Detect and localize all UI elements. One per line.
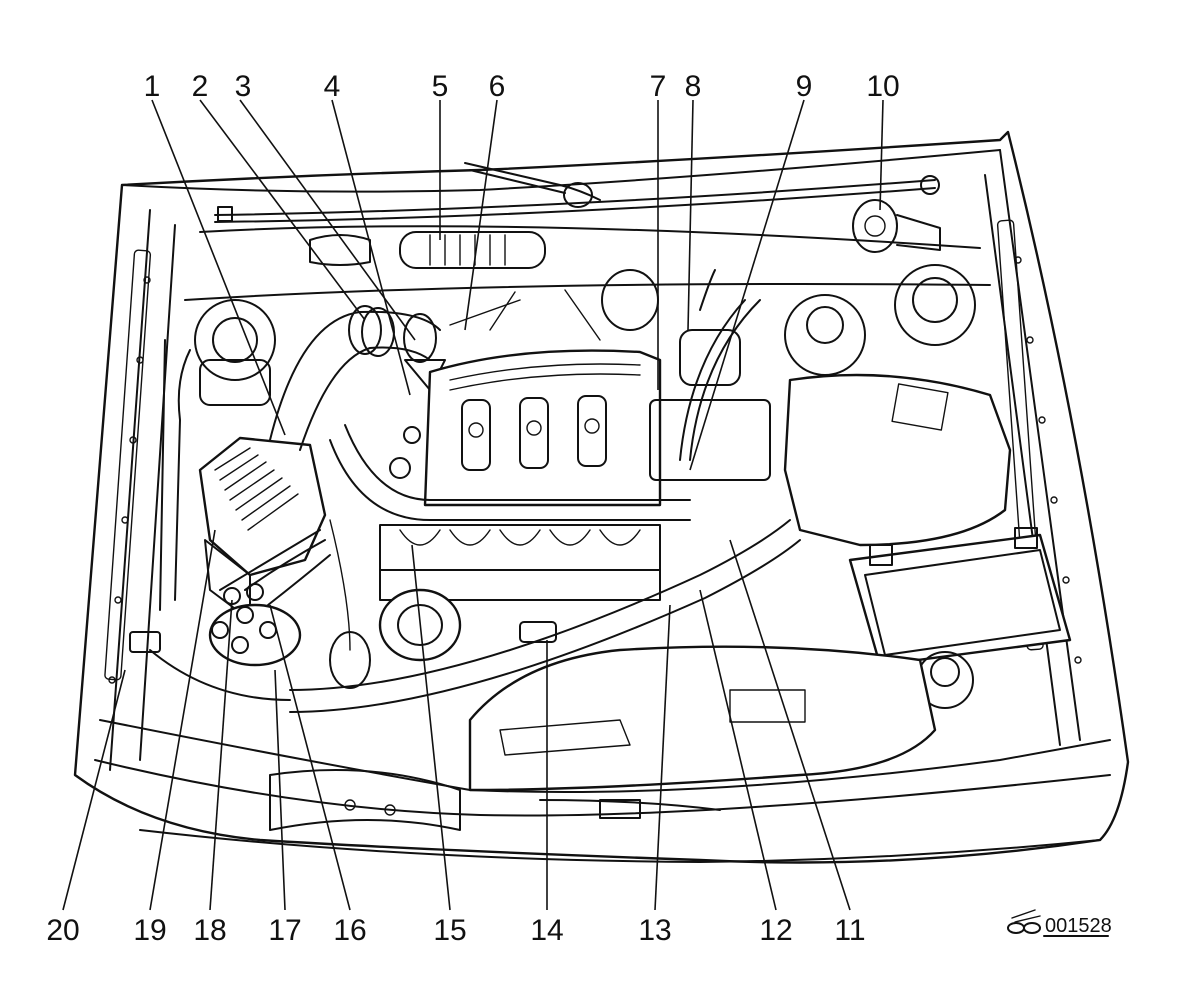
leader-3 [239, 99, 416, 341]
wiper-linkage [214, 162, 940, 223]
intake-manifold [379, 524, 661, 601]
callout-3: 3 [235, 70, 252, 103]
callout-5: 5 [432, 70, 449, 103]
callout-14: 14 [530, 914, 563, 947]
leader-lines [62, 99, 884, 911]
power-steering-reservoir [159, 299, 276, 611]
ignition-distributor [208, 529, 331, 667]
callout-18: 18 [193, 914, 226, 947]
callout-16: 16 [333, 914, 366, 947]
figure-reference-number: 001528 [1045, 915, 1112, 937]
callout-15: 15 [433, 914, 466, 947]
leader-8 [687, 99, 694, 331]
callout-17: 17 [268, 914, 301, 947]
leader-2 [199, 99, 366, 321]
leader-11 [729, 539, 851, 911]
leader-19 [149, 529, 216, 911]
throttle-body [601, 269, 771, 481]
leader-17 [274, 669, 286, 911]
callout-6: 6 [489, 70, 506, 103]
callout-19: 19 [133, 914, 166, 947]
callout-1: 1 [144, 70, 161, 103]
leader-13 [654, 604, 671, 911]
leader-15 [411, 544, 451, 911]
front-crossmember [269, 769, 721, 831]
callout-4: 4 [324, 70, 341, 103]
front-clamp [129, 631, 291, 701]
engine-bay-drawing [73, 130, 1130, 937]
callout-10: 10 [866, 70, 899, 103]
callout-2: 2 [192, 70, 209, 103]
leader-4 [331, 99, 411, 396]
heater-hose-coupling [309, 231, 546, 269]
leader-16 [269, 604, 351, 911]
brake-fluid-reservoir [852, 199, 941, 253]
leader-10 [879, 99, 884, 211]
figure-logo [1007, 909, 1109, 937]
leader-6 [464, 99, 498, 331]
leader-18 [209, 599, 233, 911]
callout-13: 13 [638, 914, 671, 947]
vacuum-lines [329, 289, 601, 651]
callout-labels: 1 2 3 4 5 6 7 8 9 10 11 12 13 14 15 16 1… [46, 70, 1111, 947]
coolant-hose [289, 424, 801, 713]
air-intake-snorkel [468, 645, 937, 792]
callout-9: 9 [796, 70, 813, 103]
leader-9 [689, 99, 805, 471]
leader-1 [151, 99, 286, 436]
callout-20: 20 [46, 914, 79, 947]
callout-11: 11 [834, 914, 865, 947]
coolant-expansion-tank [783, 264, 1012, 547]
leader-12 [699, 589, 777, 911]
callout-8: 8 [685, 70, 702, 103]
cylinder-head-cover [389, 349, 662, 507]
battery [848, 527, 1072, 709]
callout-7: 7 [650, 70, 667, 103]
callout-12: 12 [759, 914, 792, 947]
leader-20 [62, 669, 126, 911]
